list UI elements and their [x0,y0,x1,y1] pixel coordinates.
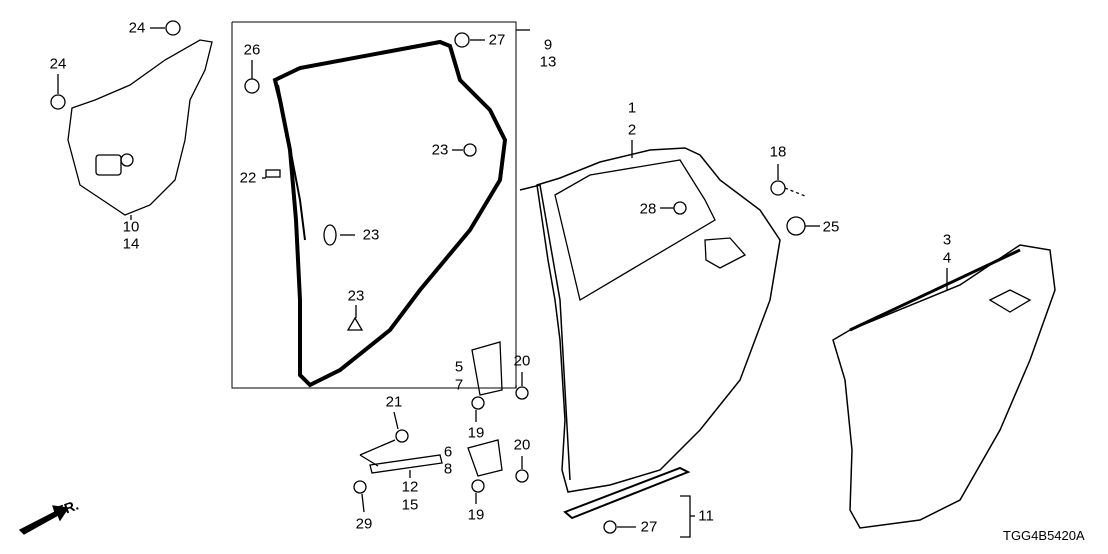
bolt-20-b [515,469,529,483]
clip-23-a [463,143,477,157]
clip-26 [244,78,260,94]
callout-label: 9 [543,36,553,54]
callout-label: 8 [443,460,453,478]
callout-label: 24 [128,19,146,37]
door-assembly [536,147,781,493]
clip-22 [265,169,281,178]
callout-label: 14 [122,235,140,253]
callout-label: 29 [355,515,373,533]
bolt-21 [395,429,409,443]
callout-label: 3 [942,231,952,249]
callout-label: 5 [454,358,464,376]
callout-label: 2 [627,121,637,139]
insulator-hole [95,154,122,176]
callout-label: 10 [122,218,140,236]
bolt-29 [353,480,367,494]
front-arrow-icon [18,505,70,535]
callout-label: 13 [539,53,557,71]
callout-label: 19 [467,424,485,442]
callout-label: 21 [385,393,403,411]
callout-label: 27 [488,31,506,49]
callout-label: 19 [467,506,485,524]
clip-23-b [323,224,337,246]
callout-label: 23 [362,226,380,244]
skin-handle-recess [988,289,1032,313]
callout-label: 23 [431,141,449,159]
callout-label: 11 [698,507,714,525]
insulator-hole-round [120,153,134,167]
door-handle-recess [704,237,747,269]
clip-23-c [346,316,364,331]
callout-label: 18 [769,143,787,161]
clip-27-bottom [603,520,617,534]
callout-label: 26 [243,41,261,59]
callout-label: 27 [640,518,658,536]
clip-24-b [50,94,66,110]
callout-label: 25 [822,218,840,236]
callout-label: 20 [513,352,531,370]
bolt-20-a [515,386,529,400]
callout-label: 15 [401,496,419,514]
door-skin [832,244,1056,529]
hinge-upper [471,341,503,396]
diagram-code: TGG4B5420A [1003,528,1085,543]
hinge-lower [467,439,503,477]
bolt-19-b [471,479,485,493]
bolt-19-a [471,396,485,410]
insulator-sheet [67,39,213,216]
callout-label: 20 [513,436,531,454]
clip-24-a [165,20,181,36]
weatherstrip-group-box [231,21,517,389]
clip-27-top [454,32,470,48]
callout-label: 4 [942,249,952,267]
callout-label: 22 [239,169,257,187]
callout-label: 28 [639,200,657,218]
callout-label: 24 [49,55,67,73]
callout-label: 1 [627,99,637,117]
callout-label: 7 [454,376,464,394]
callout-label: 12 [401,478,419,496]
door-checker [369,454,443,474]
molding-11 [563,466,691,520]
plug-28 [673,201,687,215]
grommet-25 [786,216,806,236]
weatherstrip [272,39,508,388]
callout-label: 23 [347,287,365,305]
clip-18 [770,180,786,196]
callout-label: 6 [443,443,453,461]
